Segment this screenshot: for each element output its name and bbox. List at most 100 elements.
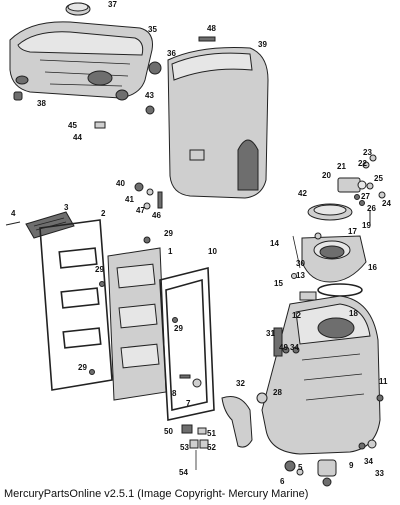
clip-5	[296, 468, 304, 476]
fitting-49	[282, 346, 290, 354]
callout-30: 30	[296, 259, 305, 268]
callout-23: 23	[363, 148, 372, 157]
callout-6: 6	[280, 477, 285, 486]
nut-34b	[358, 442, 366, 450]
screw-4	[5, 221, 21, 226]
bolt-8	[179, 374, 191, 379]
callout-50: 50	[164, 427, 173, 436]
connector-51	[197, 427, 207, 435]
callout-36: 36	[167, 49, 176, 58]
callout-20: 20	[322, 171, 331, 180]
callout-12: 12	[292, 311, 301, 320]
washer-22	[362, 161, 370, 169]
fuel-rail-31	[273, 327, 283, 357]
decal-48	[198, 36, 216, 42]
callout-29b: 29	[95, 265, 104, 274]
callout-25: 25	[374, 174, 383, 183]
grommet-28	[256, 392, 268, 404]
intake-plenum	[261, 295, 381, 455]
nut-34a	[292, 346, 300, 354]
callout-45: 45	[68, 121, 77, 130]
callout-44: 44	[73, 133, 82, 142]
callout-labels: 37 35 48 36 39 3 8 43 45 44 40 41 47 4 6 2…	[11, 0, 391, 486]
callout-8: 8	[172, 389, 177, 398]
sensor-53	[189, 439, 199, 449]
callout-42: 42	[298, 189, 307, 198]
callout-29d: 29	[78, 363, 87, 372]
bolt-46	[157, 191, 163, 209]
grommet-36	[115, 61, 162, 101]
callout-40: 40	[116, 179, 125, 188]
callout-10: 10	[208, 247, 217, 256]
washer-41	[146, 188, 154, 196]
callout-14: 14	[270, 239, 279, 248]
callout-29a: 29	[164, 229, 173, 238]
bracket-12	[299, 291, 317, 301]
callout-19: 19	[362, 221, 371, 230]
callout-24: 24	[382, 199, 391, 208]
screw-29a	[143, 236, 151, 244]
callout-53: 53	[180, 443, 189, 452]
callout-39: 39	[258, 40, 267, 49]
callout-33: 33	[375, 469, 384, 478]
callout-27: 27	[361, 192, 370, 201]
callout-28: 28	[273, 388, 282, 397]
callout-34b: 34	[364, 457, 373, 466]
callout-3: 3	[64, 203, 69, 212]
callout-32: 32	[236, 379, 245, 388]
grommet-6	[284, 460, 296, 472]
callout-54: 54	[179, 468, 188, 477]
solenoid-9	[317, 459, 337, 487]
callout-15: 15	[274, 279, 283, 288]
bolt-14	[292, 235, 301, 269]
cap-37	[65, 2, 91, 16]
throttle-body-16	[301, 235, 367, 283]
callout-51: 51	[207, 429, 216, 438]
adapter-42	[307, 203, 353, 221]
callout-13: 13	[296, 271, 305, 280]
callout-7: 7	[186, 399, 191, 408]
screw-26	[359, 200, 365, 206]
washer-13	[291, 273, 297, 279]
washer-25	[366, 182, 374, 190]
nut-23	[369, 154, 377, 162]
clip-45-44	[94, 121, 106, 129]
callout-9: 9	[349, 461, 354, 470]
callout-49: 49	[279, 343, 288, 352]
sensor-50	[181, 424, 193, 434]
copyright-text: MercuryPartsOnline v2.5.1 (Image Copyrig…	[4, 488, 309, 500]
callout-31: 31	[266, 329, 275, 338]
callout-48: 48	[207, 24, 216, 33]
callout-41: 41	[125, 195, 134, 204]
bracket-32	[221, 396, 253, 448]
callout-34a: 34	[290, 343, 299, 352]
air-silencer-cover	[9, 21, 153, 99]
screw-11	[376, 394, 384, 402]
callout-37: 37	[108, 0, 117, 9]
bolt-17	[314, 232, 322, 240]
washer-7	[192, 378, 202, 388]
callout-18: 18	[349, 309, 358, 318]
callout-47: 47	[136, 206, 145, 215]
callout-5: 5	[298, 463, 303, 472]
sensor-52	[199, 439, 209, 449]
callout-43: 43	[145, 91, 154, 100]
callout-2: 2	[101, 209, 106, 218]
callout-26: 26	[367, 204, 376, 213]
flywheel-cover	[167, 47, 269, 199]
screw-29b	[99, 281, 105, 287]
screw-29c	[172, 317, 178, 323]
callout-4: 4	[11, 209, 16, 218]
callout-21: 21	[337, 162, 346, 171]
callout-35: 35	[148, 25, 157, 34]
gasket-10	[159, 266, 215, 421]
screw-29d	[89, 369, 95, 375]
callout-16: 16	[368, 263, 377, 272]
nut-40	[134, 182, 144, 192]
sensor-20	[337, 177, 367, 193]
callout-22: 22	[358, 159, 367, 168]
reed-plate-1	[107, 247, 167, 401]
o-ring-18	[317, 283, 363, 297]
nut-24	[378, 191, 386, 199]
